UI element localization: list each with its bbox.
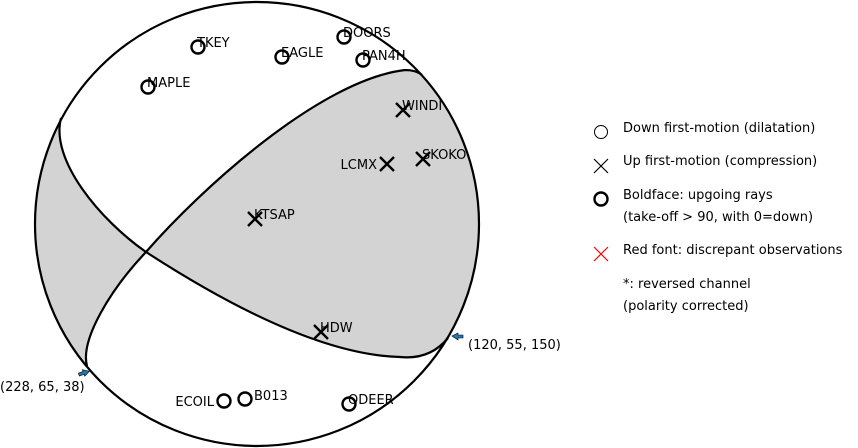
station-down-marker bbox=[336, 29, 352, 45]
legend: Down first-motion (dilatation) Up first-… bbox=[593, 121, 843, 314]
legend-circle-thin-icon bbox=[594, 125, 608, 139]
station-label: LCMX bbox=[341, 158, 378, 173]
legend-circle-bold-icon bbox=[593, 191, 609, 207]
stations: TKEY EAGLE DOORS PAN4H MAPLE WINDI LCMX SKOKO KT… bbox=[140, 26, 466, 412]
plane-2-arrow-icon bbox=[77, 369, 90, 377]
legend-label: Boldface: upgoing rays bbox=[623, 188, 773, 203]
legend-label: Down first-motion (dilatation) bbox=[623, 121, 815, 136]
station-label: DOORS bbox=[343, 26, 391, 41]
station-up-marker bbox=[415, 151, 431, 167]
station-label: TKEY bbox=[196, 36, 230, 51]
legend-label: *: reversed channel bbox=[623, 277, 751, 292]
legend-label: (take-off > 90, with 0=down) bbox=[623, 210, 813, 225]
station-label: KTSAP bbox=[254, 208, 295, 223]
station-label: MAPLE bbox=[147, 76, 190, 91]
station-up-marker bbox=[395, 102, 411, 118]
station-label: ODEER bbox=[348, 393, 394, 408]
legend-label: (polarity corrected) bbox=[623, 299, 749, 314]
legend-label: Red font: discrepant observations bbox=[623, 243, 843, 258]
station-down-marker bbox=[274, 49, 290, 65]
station-up-marker bbox=[379, 156, 395, 172]
station-up-marker bbox=[247, 211, 263, 227]
station-label: WINDI bbox=[402, 99, 442, 114]
compression-quadrant-right bbox=[146, 70, 480, 358]
station-label: B013 bbox=[254, 389, 288, 404]
station-down-marker bbox=[190, 39, 206, 55]
nodal-plane-2 bbox=[58, 117, 449, 359]
plane-label-1: (120, 55, 150) bbox=[468, 338, 561, 353]
station-down-marker bbox=[341, 396, 357, 412]
legend-x-icon bbox=[593, 158, 609, 174]
legend-red-x-icon bbox=[593, 246, 609, 262]
station-label: ECOIL bbox=[175, 395, 214, 410]
station-label: PAN4H bbox=[362, 49, 406, 64]
station-label: HDW bbox=[320, 321, 353, 336]
station-label: EAGLE bbox=[281, 46, 323, 61]
plane-label-2: (228, 65, 38) bbox=[0, 380, 85, 395]
station-label: SKOKO bbox=[422, 148, 466, 163]
station-up-marker bbox=[313, 324, 329, 340]
legend-label: Up first-motion (compression) bbox=[623, 154, 817, 169]
station-down-marker bbox=[140, 79, 156, 95]
plane-1-arrow-icon bbox=[451, 332, 464, 341]
station-down-marker bbox=[355, 52, 371, 68]
compression-quadrant-left bbox=[34, 118, 146, 366]
station-down-marker bbox=[216, 393, 232, 409]
station-down-marker bbox=[237, 391, 253, 407]
nodal-plane-1 bbox=[84, 68, 423, 367]
beachball-outline bbox=[33, 0, 481, 448]
